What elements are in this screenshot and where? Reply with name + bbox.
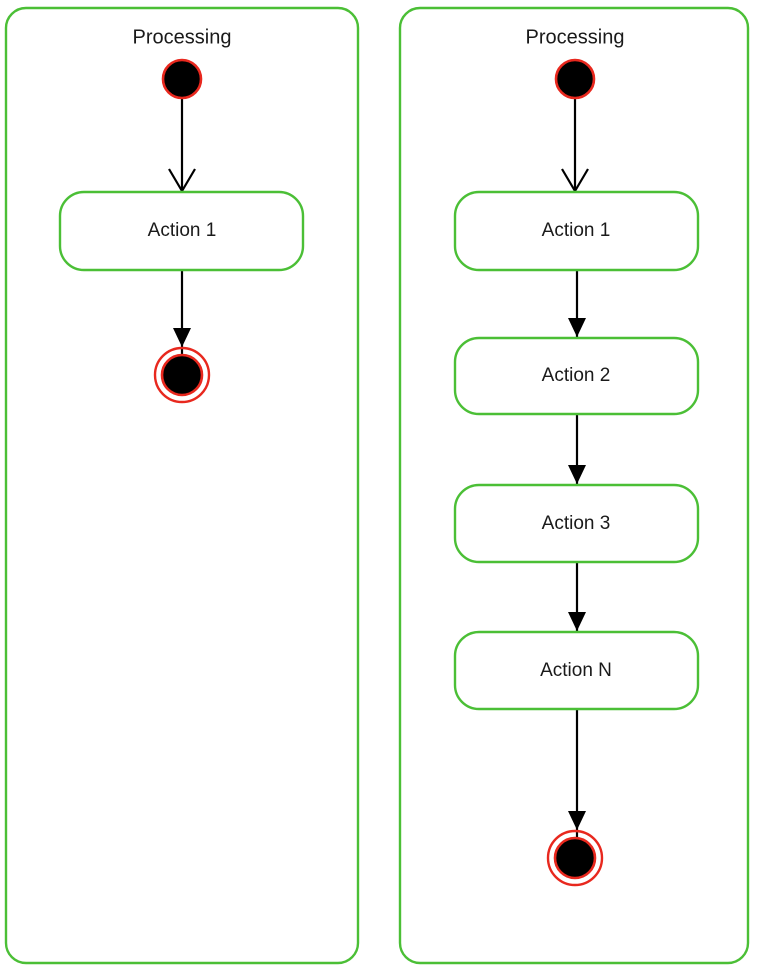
arrowhead-filled-icon [568, 318, 586, 337]
final-node[interactable] [153, 346, 211, 404]
lane-title: Processing [526, 26, 625, 48]
final-node[interactable] [546, 829, 604, 887]
action-node-right-action-2[interactable]: Action 2 [453, 336, 700, 416]
final-node-inner-disc [553, 836, 597, 880]
final-node-inner-disc [160, 353, 204, 397]
action-box[interactable] [453, 190, 700, 272]
action-node-right-action-3[interactable]: Action 3 [453, 483, 700, 564]
action-box[interactable] [453, 336, 700, 416]
action-label: Action 1 [148, 220, 217, 241]
action-node-left-action-1[interactable]: Action 1 [58, 190, 305, 272]
arrowhead-filled-icon [568, 811, 586, 830]
lane-title: Processing [133, 26, 232, 48]
arrowhead-filled-icon [568, 612, 586, 631]
flow-edge-right-edge-5[interactable] [568, 709, 586, 846]
final-node-outer-ring [546, 829, 604, 887]
action-label: Action 2 [542, 365, 611, 386]
action-box[interactable] [58, 190, 305, 272]
action-node-right-action-4[interactable]: Action N [453, 630, 700, 711]
action-box[interactable] [453, 483, 700, 564]
final-node-outer-ring [153, 346, 211, 404]
initial-node[interactable] [554, 58, 596, 100]
initial-node[interactable] [161, 58, 203, 100]
arrowhead-filled-icon [173, 328, 191, 347]
action-label: Action 3 [542, 513, 611, 534]
action-label: Action 1 [542, 220, 611, 241]
action-box[interactable] [453, 630, 700, 711]
action-node-right-action-1[interactable]: Action 1 [453, 190, 700, 272]
action-label: Action N [540, 660, 612, 681]
arrowhead-filled-icon [568, 465, 586, 484]
